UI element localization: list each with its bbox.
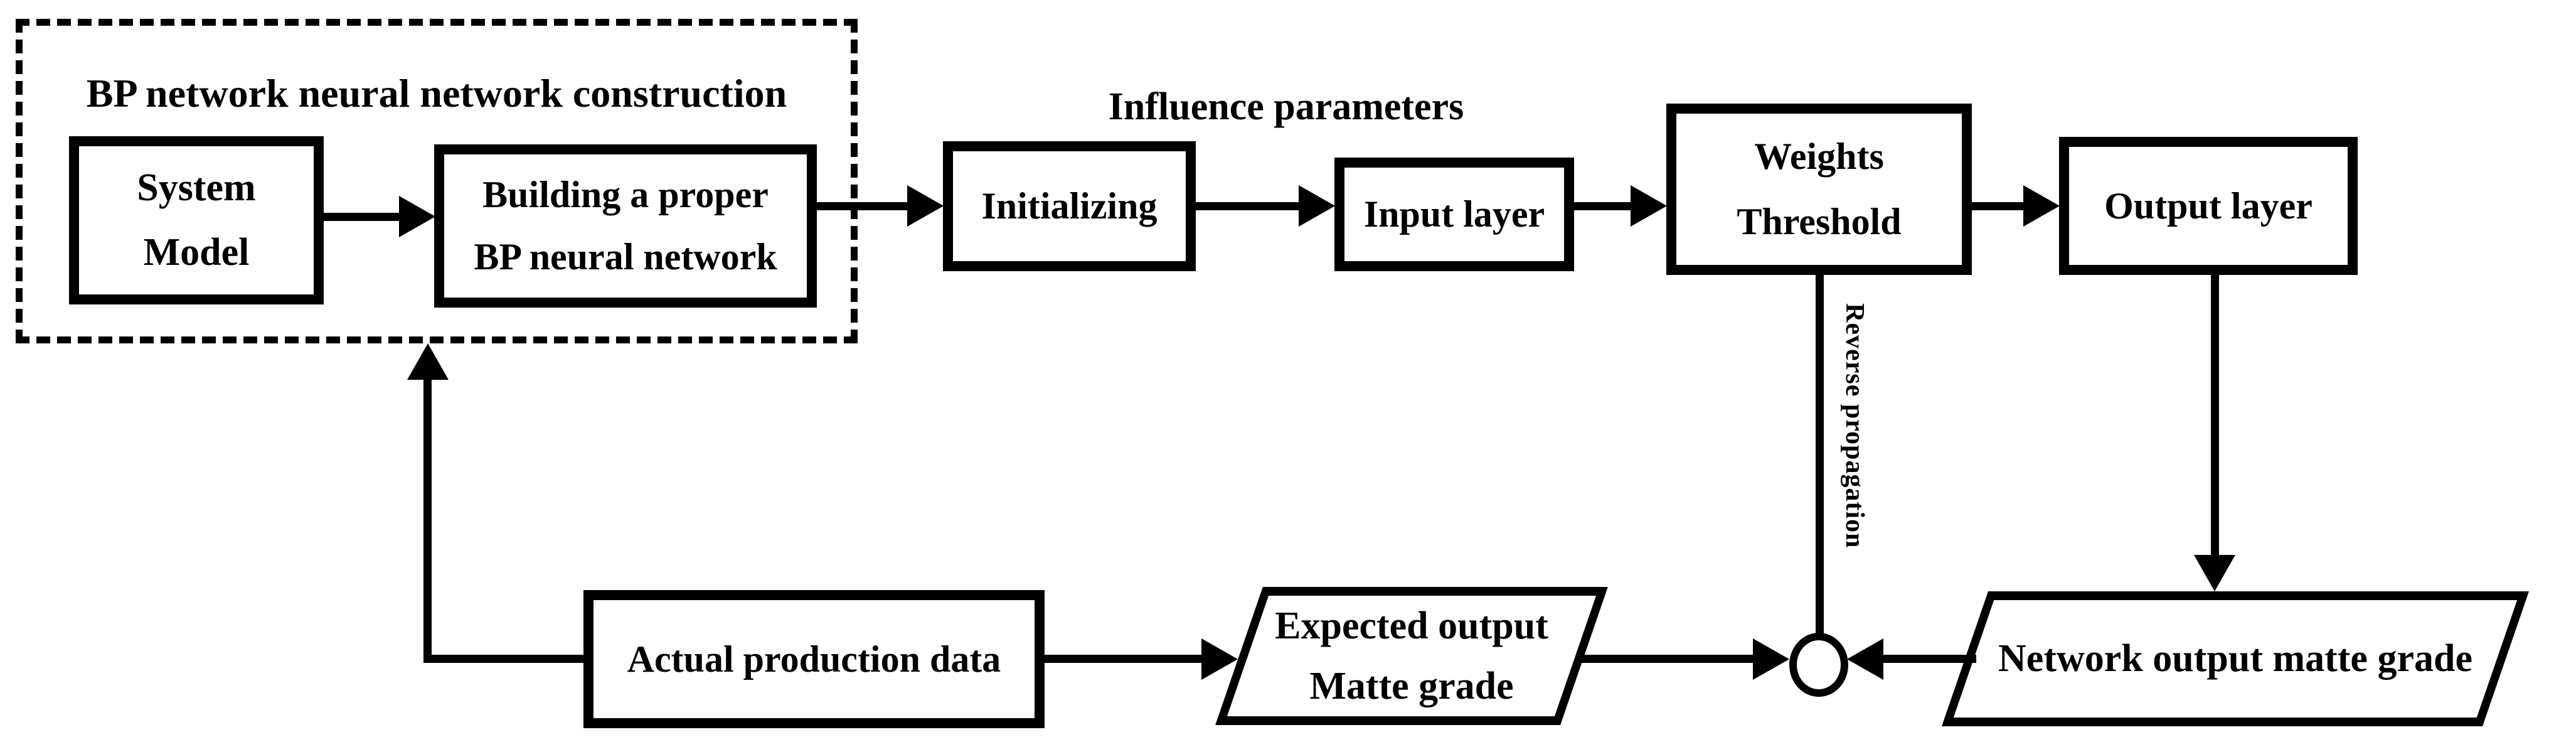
arrow-system-to-building-line <box>324 213 403 221</box>
system-model-line2: Model <box>143 230 250 274</box>
building-line2: BP neural network <box>474 236 777 277</box>
arrow-actual-to-expected-head <box>1201 638 1238 680</box>
building-line1: Building a proper <box>482 174 769 215</box>
input-layer-label: Input layer <box>1363 193 1545 235</box>
building-bp-network-node: Building a proper BP neural network <box>434 144 817 308</box>
weights-line2: Threshold <box>1737 200 1902 242</box>
construction-group-title: BP network neural network construction <box>86 71 787 116</box>
system-model-line1: System <box>137 166 256 210</box>
arrow-output-to-network-head <box>2194 555 2235 591</box>
expected-output-line1: Expected output <box>1275 604 1548 647</box>
output-layer-label: Output layer <box>2104 185 2313 227</box>
initializing-label: Initializing <box>981 185 1158 227</box>
arrow-network-to-circle-head <box>1847 638 1883 680</box>
arrow-initializing-to-input-head <box>1299 185 1335 227</box>
output-layer-node: Output layer <box>2059 137 2358 275</box>
arrow-expected-to-circle-line <box>1581 655 1755 663</box>
construction-group-dashed-box <box>16 19 858 343</box>
arrow-output-to-network-line <box>2211 275 2219 556</box>
expected-output-line2: Matte grade <box>1309 664 1514 707</box>
network-output-label: Network output matte grade <box>1998 637 2472 680</box>
reverse-propagation-label: Reverse propagation <box>1840 303 1869 549</box>
actual-production-label: Actual production data <box>627 638 1001 680</box>
expected-output-text-wrap: Expected output Matte grade <box>1239 587 1584 725</box>
arrow-network-to-circle-line <box>1883 655 1976 663</box>
arrow-weights-to-output-head <box>2023 185 2060 227</box>
arrow-input-to-weights-head <box>1631 185 1667 227</box>
arrow-weights-to-output-line <box>1972 202 2027 210</box>
input-layer-node: Input layer <box>1334 158 1574 271</box>
arrow-expected-to-circle-head <box>1753 638 1789 680</box>
actual-production-data-node: Actual production data <box>583 590 1045 728</box>
weights-line1: Weights <box>1754 136 1884 178</box>
initializing-node: Initializing <box>943 141 1196 271</box>
influence-parameters-label: Influence parameters <box>1108 85 1464 128</box>
feedback-horizontal-line <box>423 655 583 663</box>
weights-threshold-node: Weights Threshold <box>1666 104 1972 275</box>
arrow-building-to-initializing-line <box>817 202 910 210</box>
feedback-vertical-line <box>423 377 432 663</box>
system-model-node: System Model <box>69 136 324 304</box>
feedback-arrow-head <box>407 343 449 380</box>
arrow-actual-to-expected-line <box>1045 655 1204 663</box>
arrow-input-to-weights-line <box>1574 202 1634 210</box>
network-output-text-wrap: Network output matte grade <box>1965 591 2506 726</box>
arrow-system-to-building-head <box>399 196 435 237</box>
arrow-initializing-to-input-line <box>1196 202 1301 210</box>
comparison-junction-circle <box>1789 633 1848 697</box>
arrow-building-to-initializing-head <box>907 185 944 227</box>
connector-weights-to-circle <box>1816 275 1824 637</box>
